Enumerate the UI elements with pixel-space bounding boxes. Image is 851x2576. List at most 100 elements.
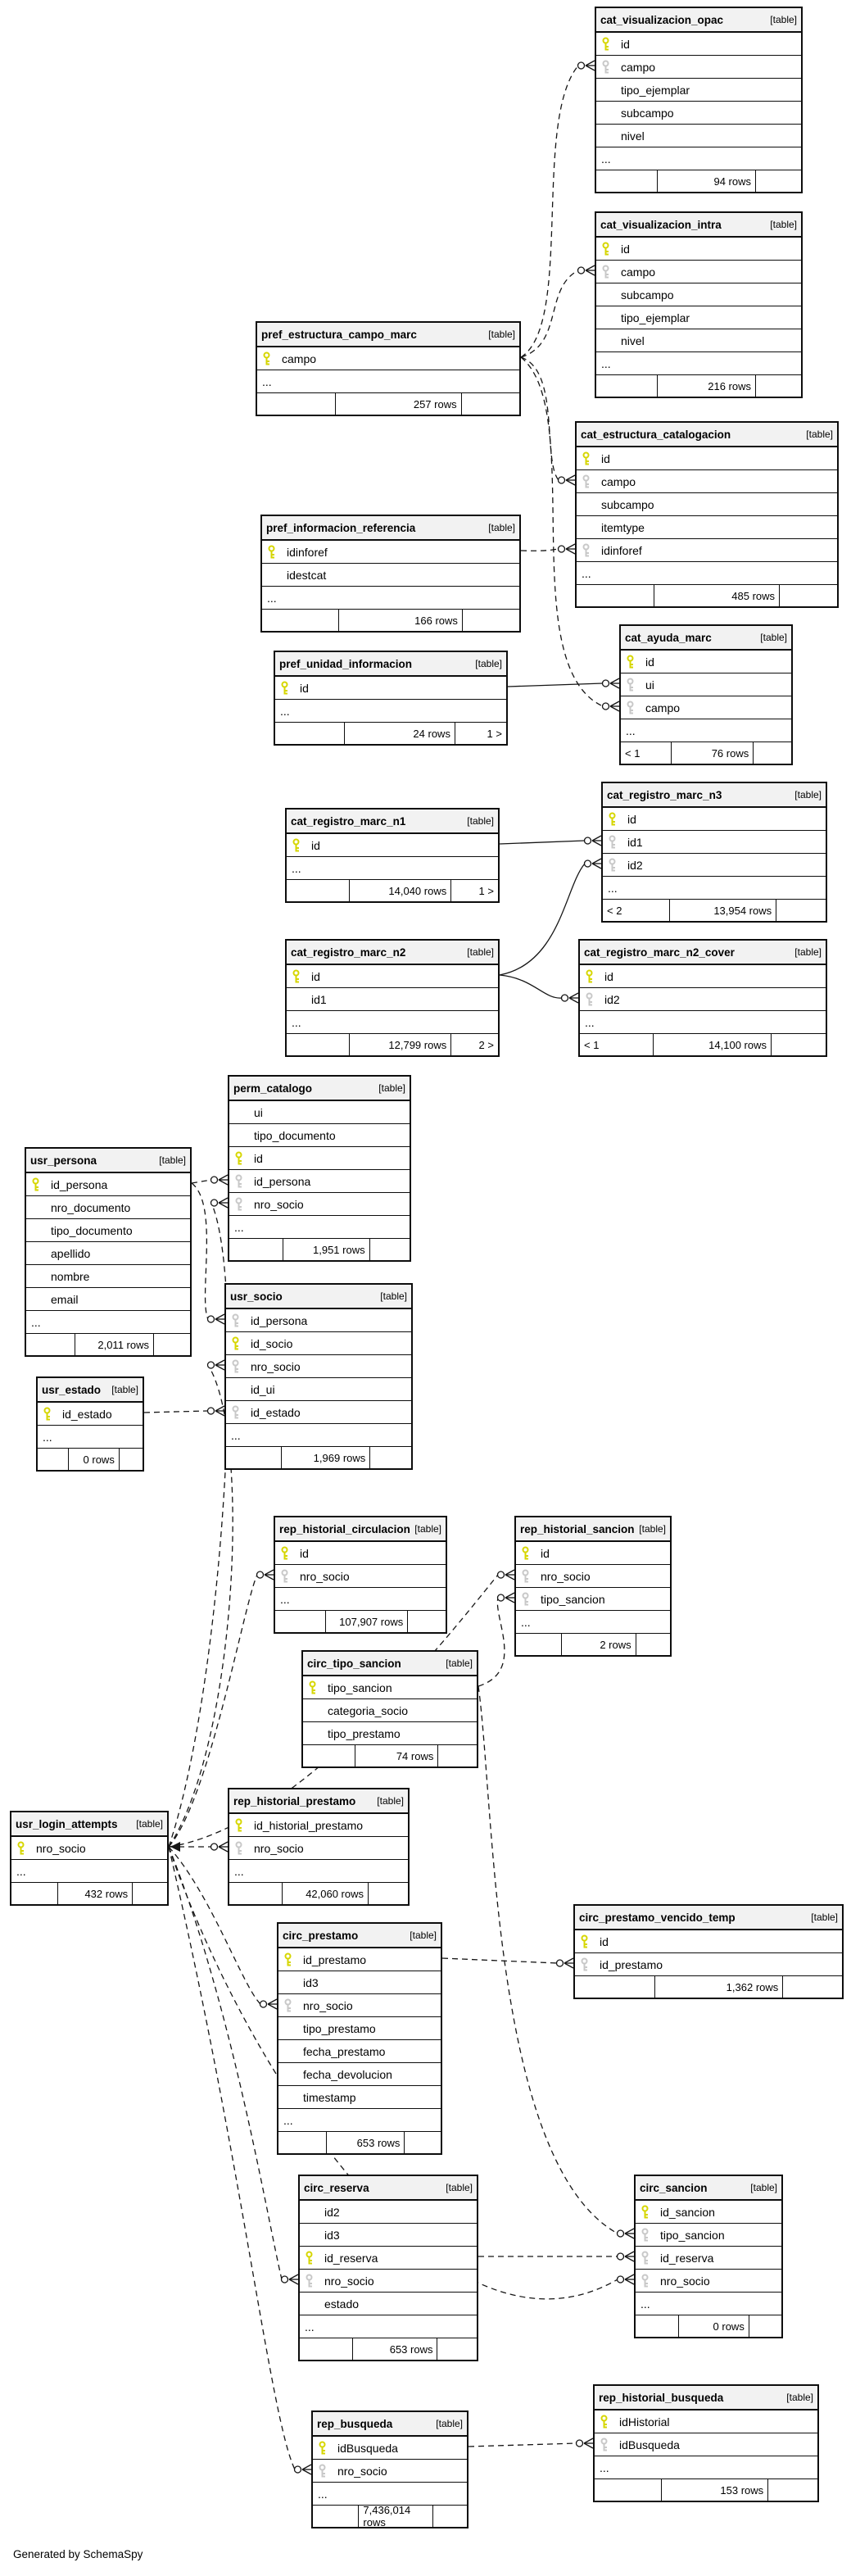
table-header: rep_historial_sancion[table] (516, 1517, 670, 1542)
table-name[interactable]: circ_reserva (304, 2181, 369, 2194)
implied-in-count (300, 2338, 353, 2360)
table-name[interactable]: rep_historial_sancion (520, 1522, 635, 1535)
foreign-key-icon (608, 858, 627, 873)
table-name[interactable]: rep_historial_circulacion (279, 1522, 410, 1535)
table-name[interactable]: cat_visualizacion_opac (600, 13, 724, 26)
table-name[interactable]: circ_sancion (640, 2181, 708, 2194)
column-name: id3 (324, 2228, 340, 2242)
row-count: 2,011 rows (75, 1334, 154, 1355)
table-name[interactable]: circ_tipo_sancion (307, 1657, 401, 1670)
implied-out-count (463, 610, 519, 631)
table-name[interactable]: cat_visualizacion_intra (600, 218, 722, 231)
crow-foot-marker (624, 2233, 635, 2239)
row-count: 653 rows (353, 2338, 438, 2360)
table-name[interactable]: usr_login_attempts (16, 1817, 118, 1830)
entity-usr_login_attempts[interactable]: usr_login_attempts[table]nro_socio...432… (10, 1811, 169, 1906)
table-name[interactable]: cat_ayuda_marc (625, 631, 712, 644)
relationship-line (478, 1685, 618, 2234)
column-name: id (311, 969, 320, 983)
column-name: idestcat (287, 568, 327, 582)
relationship-line (520, 65, 579, 358)
column-tipo_prestamo: tipo_prestamo (303, 1722, 477, 1745)
column-name: tipo_prestamo (303, 2021, 376, 2035)
entity-rep_historial_prestamo[interactable]: rep_historial_prestamo[table]id_historia… (228, 1788, 410, 1906)
column-name: idHistorial (619, 2415, 670, 2429)
table-name[interactable]: pref_informacion_referencia (266, 521, 416, 534)
zero-or-one-circle (616, 2275, 625, 2283)
primary-key-icon (280, 681, 300, 696)
primary-key-icon (582, 451, 601, 466)
primary-key-icon (626, 655, 645, 669)
table-name[interactable]: cat_registro_marc_n1 (291, 814, 406, 828)
column-name: id2 (604, 992, 620, 1006)
relationship-line (520, 356, 559, 481)
column-name: nivel (621, 129, 645, 143)
table-header: usr_login_attempts[table] (11, 1812, 167, 1837)
entity-pref_estructura_campo_marc[interactable]: pref_estructura_campo_marc[table]campo..… (256, 321, 521, 416)
column-campo: campo (577, 470, 837, 493)
column-name: id (300, 1546, 309, 1560)
entity-pref_informacion_referencia[interactable]: pref_informacion_referencia[table]idinfo… (260, 515, 521, 633)
table-name[interactable]: cat_registro_marc_n3 (607, 788, 722, 801)
table-name[interactable]: pref_unidad_informacion (279, 657, 413, 670)
table-name[interactable]: rep_historial_busqueda (599, 2391, 724, 2404)
entity-cat_registro_marc_n1[interactable]: cat_registro_marc_n1[table]id...14,040 r… (285, 808, 500, 903)
table-header: usr_estado[table] (38, 1378, 143, 1403)
table-tag: [table] (378, 1082, 405, 1094)
table-name[interactable]: pref_estructura_campo_marc (261, 328, 417, 341)
crow-foot-marker (215, 1405, 225, 1412)
entity-usr_estado[interactable]: usr_estado[table]id_estado...0 rows (36, 1376, 144, 1472)
table-footer: 257 rows (257, 393, 519, 415)
zero-or-one-circle (496, 1594, 505, 1602)
implied-in-count (575, 1976, 655, 1998)
table-name[interactable]: usr_estado (42, 1383, 102, 1396)
relationship-line (468, 2442, 577, 2447)
implied-in-count (596, 375, 658, 397)
table-name[interactable]: circ_prestamo_vencido_temp (579, 1911, 736, 1924)
foreign-key-icon (641, 2274, 660, 2288)
column-name: id (601, 451, 610, 465)
foreign-key-icon (585, 992, 604, 1007)
table-name[interactable]: perm_catalogo (233, 1082, 313, 1095)
table-name[interactable]: usr_socio (230, 1290, 283, 1303)
table-name[interactable]: usr_persona (30, 1154, 97, 1167)
relationship-line (499, 974, 563, 999)
column-ui: ui (229, 1101, 410, 1124)
crow-foot-marker (218, 1202, 229, 1209)
table-name[interactable]: rep_historial_prestamo (233, 1794, 356, 1807)
table-name[interactable]: rep_busqueda (317, 2417, 393, 2430)
column-id: id (580, 965, 826, 988)
more-columns-row: ... (275, 700, 506, 723)
column-name: ... (16, 1864, 26, 1878)
crow-foot-marker (505, 1597, 515, 1603)
table-name[interactable]: cat_estructura_catalogacion (581, 428, 731, 441)
table-name[interactable]: cat_registro_marc_n2_cover (584, 946, 735, 959)
crow-foot-marker (505, 1574, 515, 1581)
table-name[interactable]: cat_registro_marc_n2 (291, 946, 406, 959)
entity-rep_historial_busqueda[interactable]: rep_historial_busqueda[table]idHistorial… (593, 2384, 819, 2502)
entity-pref_unidad_informacion[interactable]: pref_unidad_informacion[table]id...24 ro… (274, 651, 508, 746)
column-name: ... (31, 1315, 41, 1329)
more-columns-row: ... (262, 587, 519, 610)
more-columns-row: ... (595, 2456, 817, 2479)
column-idBusqueda: idBusqueda (595, 2433, 817, 2456)
table-name[interactable]: circ_prestamo (283, 1929, 359, 1942)
